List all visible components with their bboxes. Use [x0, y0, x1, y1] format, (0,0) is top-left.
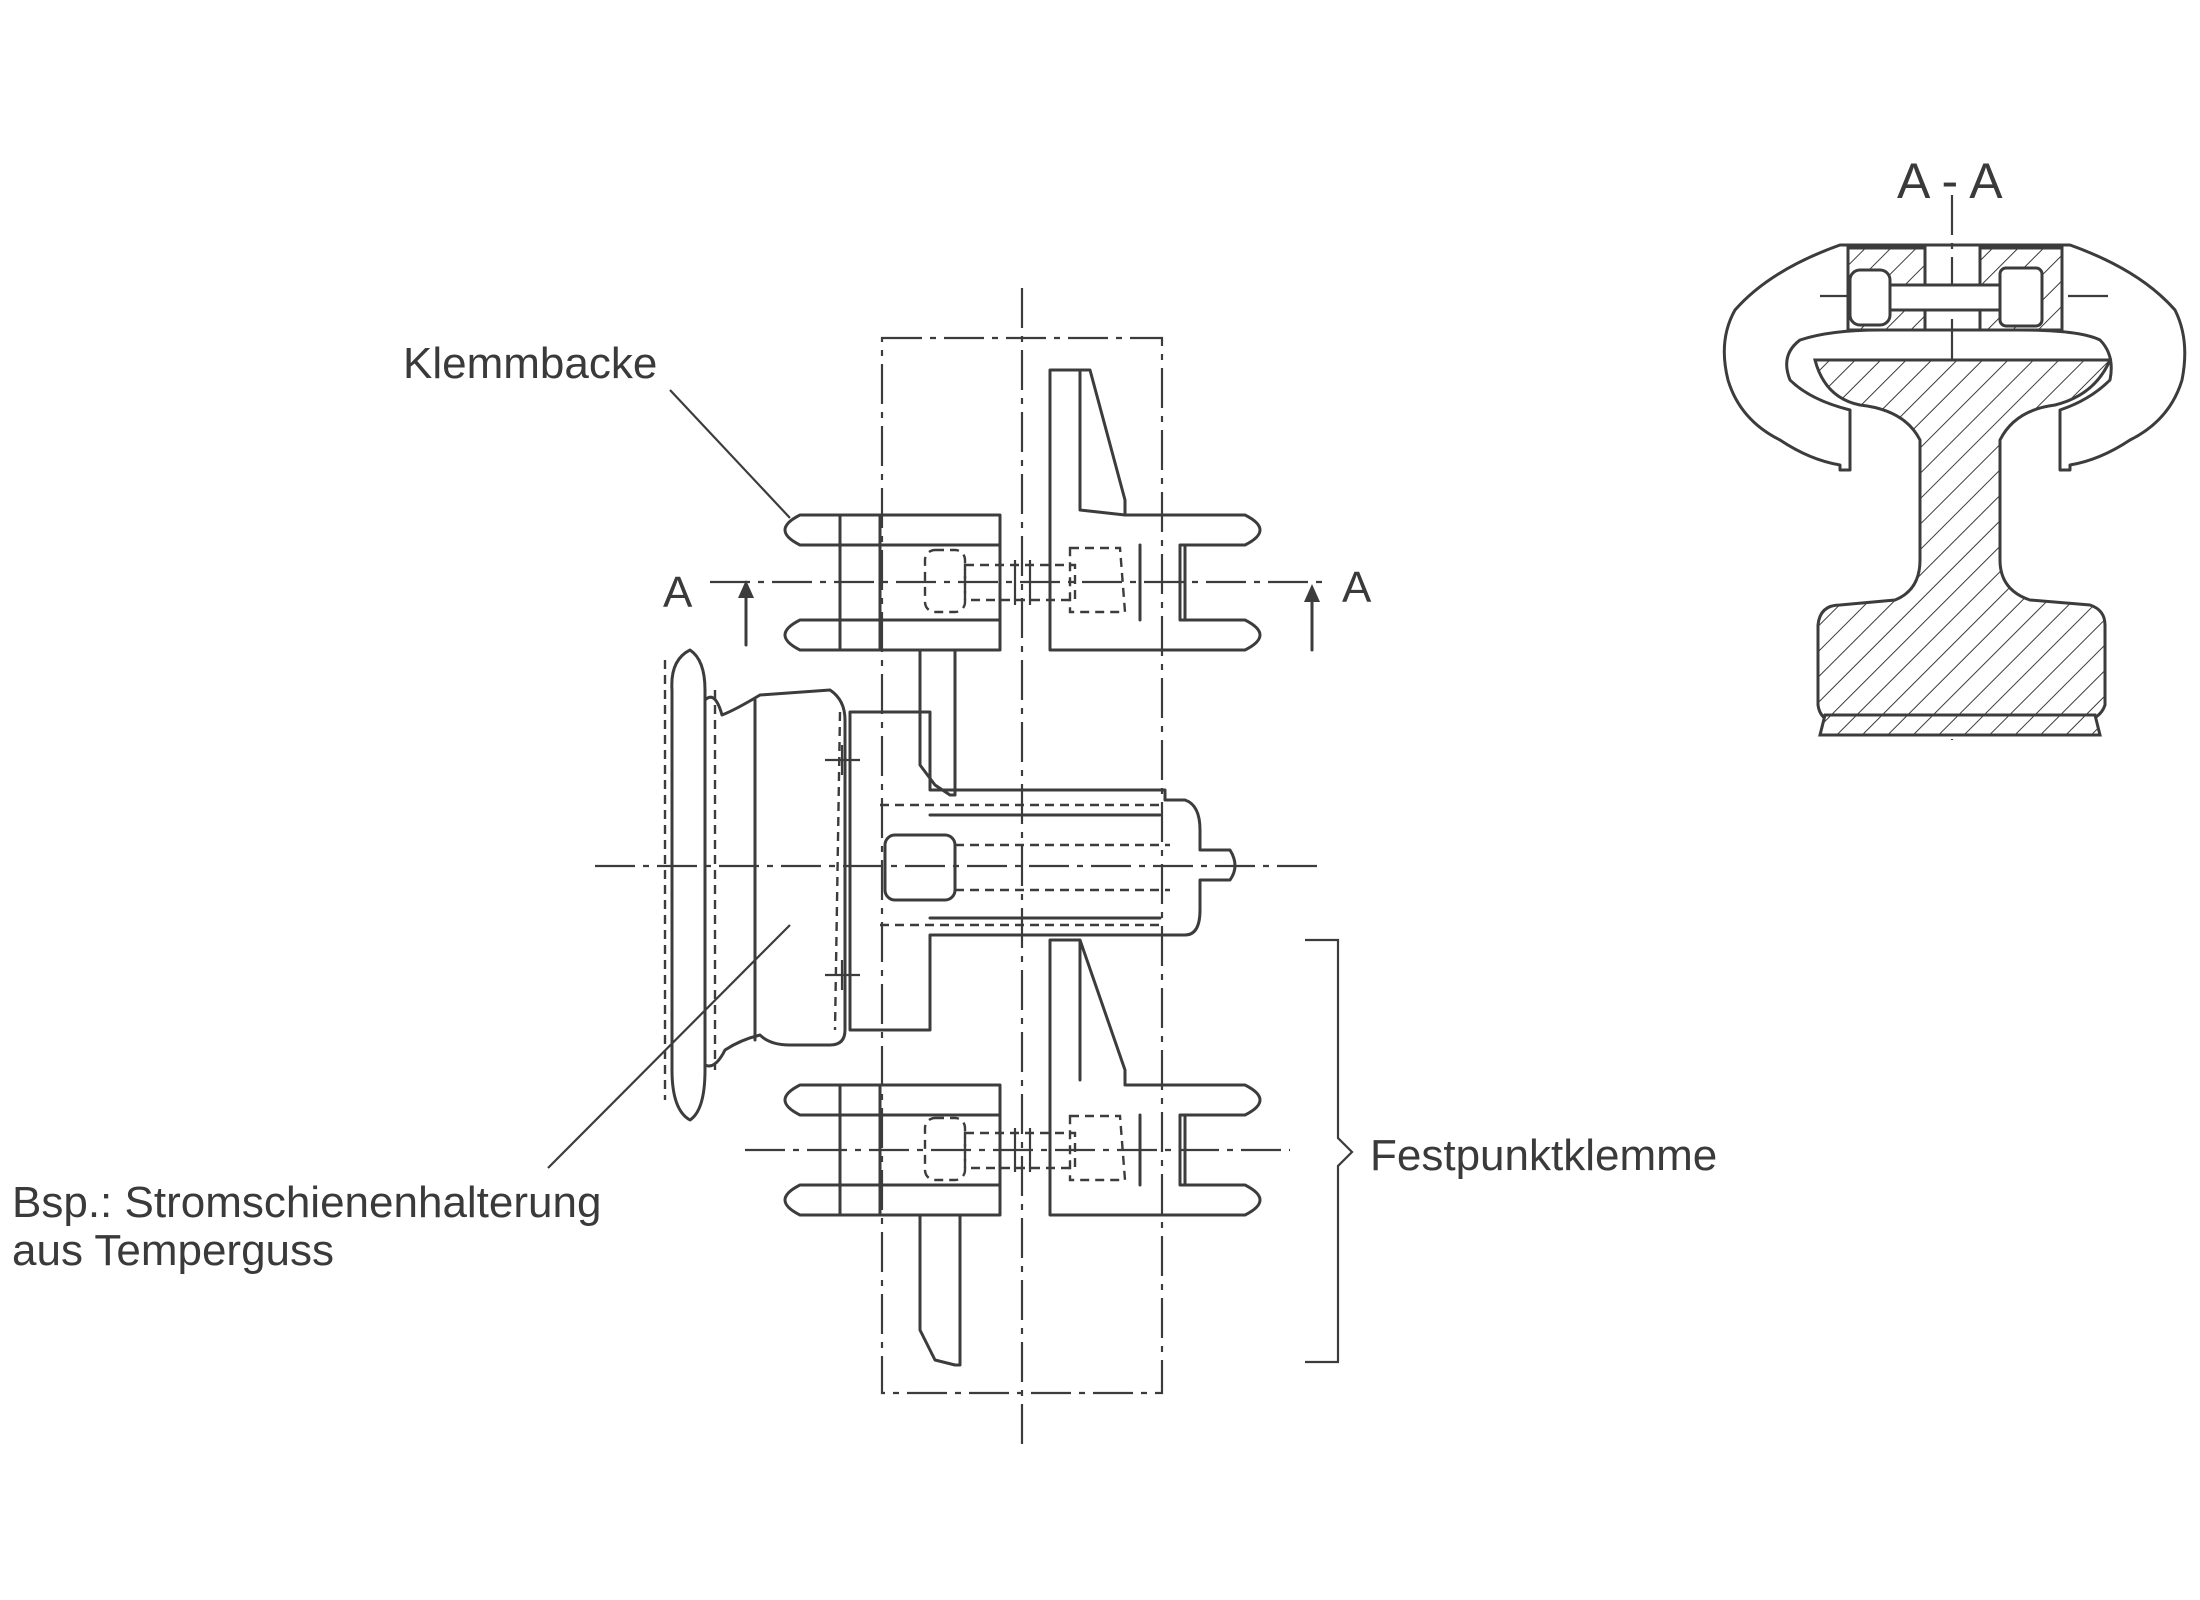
- festpunktklemme-label: Festpunktklemme: [1370, 1131, 1717, 1180]
- section-arrowhead-right: [1304, 584, 1320, 602]
- bsp-label-line2: aus Temperguss: [12, 1226, 334, 1275]
- lower-right-ribs: [1138, 1113, 1187, 1187]
- lower-bolt-nut: [1068, 1114, 1127, 1182]
- rail-holder-body: [848, 710, 1237, 1032]
- base-neck: [703, 688, 847, 1068]
- section-arrowhead-left: [738, 580, 754, 598]
- section-bolt-head: [1848, 268, 1892, 327]
- lower-bolt-shank: [963, 1131, 1077, 1170]
- klemmbacke-leader: [669, 389, 791, 519]
- bsp-label-line1: Bsp.: Stromschienenhalterung: [12, 1178, 601, 1227]
- mount-crosses: [825, 745, 860, 990]
- festpunkt-bracket: [1305, 938, 1354, 1364]
- rail-slot: [883, 833, 957, 902]
- upper-bolt-shank: [963, 563, 1077, 602]
- section-bolt-nut: [1998, 266, 2044, 328]
- base-flange: [670, 648, 707, 1122]
- section-rail: [1813, 358, 2113, 724]
- bsp-leader: [547, 924, 791, 1169]
- section-arrows: [738, 580, 1320, 652]
- section-title: A - A: [1897, 153, 2003, 209]
- upper-right-ribs: [1138, 543, 1187, 622]
- base-hidden: [663, 660, 717, 1100]
- rail-holder-pin: [955, 843, 1170, 892]
- klemmbacke-label: Klemmbacke: [403, 339, 657, 388]
- section-clamp-outline: [1722, 243, 2187, 472]
- lower-clamp: [783, 938, 1262, 1367]
- rail-holder: [825, 710, 1237, 1032]
- lower-left-jaw-body: [918, 1213, 962, 1367]
- rail-holder-inner: [928, 813, 1162, 920]
- holder-hidden-edge: [833, 711, 1165, 1031]
- upper-right-jaw: [1048, 368, 1262, 652]
- section-rail-foot: [1818, 713, 2102, 737]
- upper-left-jaw: [783, 513, 1002, 652]
- upper-left-jaw-body: [918, 648, 957, 797]
- section-view: [1722, 195, 2187, 740]
- malleable-iron-base: [663, 648, 847, 1122]
- section-marker-left: A: [663, 568, 693, 617]
- upper-clamp: [783, 368, 1262, 797]
- lower-right-jaw: [1048, 938, 1262, 1217]
- upper-bolt-nut: [1068, 546, 1127, 614]
- lower-left-jaw: [783, 1083, 1002, 1217]
- main-view: [547, 288, 1354, 1445]
- section-marker-right: A: [1342, 563, 1372, 612]
- section-bolt-shank: [1888, 283, 2002, 312]
